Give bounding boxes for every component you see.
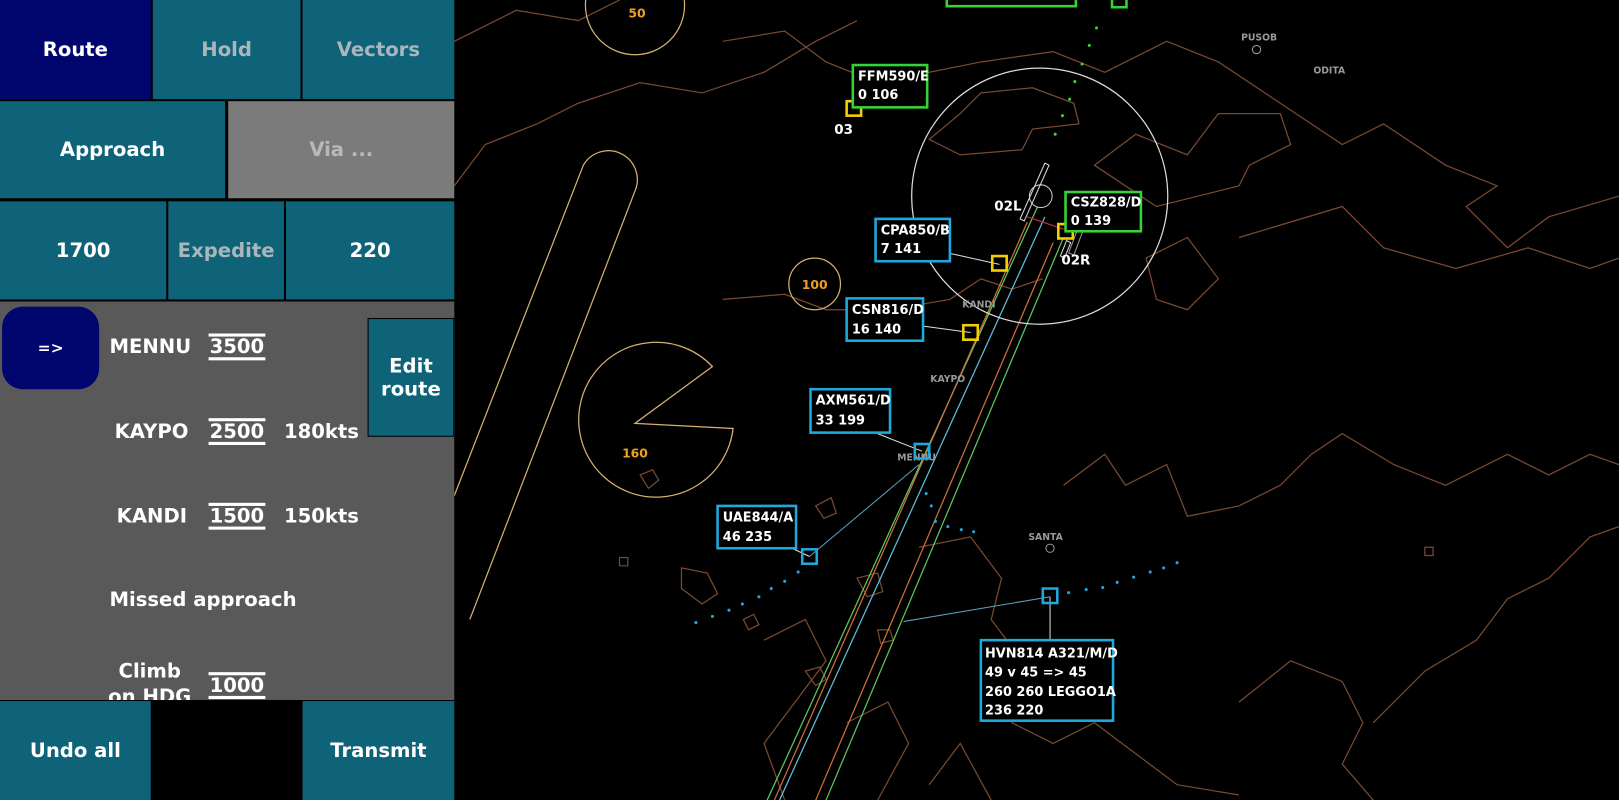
- approach-button[interactable]: Approach: [0, 101, 226, 199]
- edit-route-button[interactable]: Edit route: [367, 318, 455, 437]
- flight-data: 236 220: [985, 703, 1043, 718]
- waypoint-speed[interactable]: 150kts: [283, 504, 360, 528]
- fix-label: ODITA: [1313, 65, 1346, 76]
- runway-label: 02R: [1061, 253, 1091, 268]
- fix-label: SANTA: [1028, 532, 1063, 543]
- restricted-label: 160: [622, 445, 648, 460]
- waypoint-name[interactable]: KAYPO: [114, 420, 189, 443]
- callsign: CSN816/D: [852, 303, 924, 318]
- coastline: [454, 0, 1619, 800]
- command-panel: Route Hold Vectors Approach Via ... 1700…: [0, 0, 455, 800]
- climb-altitude[interactable]: 1000: [208, 672, 266, 700]
- aircraft-symbol[interactable]: [913, 442, 931, 460]
- restricted-area-50: [584, 0, 686, 56]
- flight-data: 260 260 LEGGO1A: [985, 685, 1116, 700]
- fix-label: KANDI: [962, 300, 995, 311]
- data-block-axm561[interactable]: AXM561/D 33 199: [809, 387, 892, 434]
- waypoint-name[interactable]: KANDI: [116, 504, 188, 528]
- runway-label: 03: [834, 123, 853, 138]
- aircraft-symbols[interactable]: [800, 0, 1128, 605]
- aircraft-symbol[interactable]: [800, 547, 818, 566]
- aircraft-symbol[interactable]: [990, 254, 1008, 272]
- via-button[interactable]: Via ...: [228, 101, 455, 199]
- fix-label: KAYPO: [930, 374, 965, 385]
- aircraft-symbol[interactable]: [1110, 0, 1128, 9]
- callsign: HVN814 A321/M/D: [985, 647, 1118, 662]
- restricted-corridor: [454, 150, 638, 620]
- radar-map[interactable]: 50 100 160 02L 02R 03 PUSOB ODITA KANDI …: [454, 0, 1619, 800]
- callsign: CSZ828/D: [1071, 196, 1142, 211]
- aircraft-symbol[interactable]: [1041, 587, 1059, 605]
- waypoint-altitude[interactable]: 1500: [208, 502, 266, 530]
- flight-data: 0 106: [858, 88, 898, 103]
- expedite-button[interactable]: Expedite: [168, 201, 284, 300]
- waypoint-name[interactable]: MENNU: [109, 335, 192, 359]
- climb-heading-label[interactable]: Climb on HDG 23: [108, 659, 192, 701]
- callsign: AXM561/D: [816, 394, 891, 409]
- runway-label: 02L: [994, 200, 1022, 215]
- departure-trail: [1053, 26, 1099, 136]
- data-blocks[interactable]: FFM590/E 0 106 CSZ828/D 0 139 CPA850/B 7…: [716, 0, 1143, 722]
- flight-data: 46 235: [723, 530, 772, 545]
- data-block-csz828[interactable]: CSZ828/D 0 139: [1064, 190, 1143, 233]
- callsign: UAE844/A: [723, 510, 793, 525]
- restricted-area-160: [578, 341, 734, 498]
- flight-data: 49 v 45 => 45: [985, 665, 1087, 680]
- fixes: PUSOB ODITA KANDI KAYPO MENNU SANTA: [897, 32, 1346, 553]
- transmit-button[interactable]: Transmit: [302, 701, 455, 800]
- restricted-label: 100: [802, 277, 828, 292]
- tab-vectors[interactable]: Vectors: [302, 0, 455, 100]
- fix-label: PUSOB: [1241, 32, 1277, 43]
- altitude-button[interactable]: 1700: [0, 201, 167, 300]
- arrival-trails: [694, 491, 1179, 625]
- route-list: => Edit route MENNU 3500 KAYPO 2500 180k…: [0, 301, 455, 701]
- airport-icon: [1028, 184, 1053, 209]
- direct-to-button[interactable]: =>: [2, 306, 100, 390]
- callsign: CPA850/B: [881, 223, 950, 238]
- data-block-ffm590[interactable]: FFM590/E 0 106: [851, 63, 929, 109]
- data-block-csn816[interactable]: CSN816/D 16 140: [845, 297, 925, 343]
- tab-hold[interactable]: Hold: [152, 0, 301, 100]
- waypoint-speed[interactable]: 180kts: [283, 420, 360, 443]
- aircraft-symbol[interactable]: [962, 323, 980, 341]
- data-block[interactable]: [945, 0, 1078, 8]
- flight-data: 7 141: [881, 242, 921, 257]
- waypoint-altitude[interactable]: 3500: [208, 333, 266, 361]
- callsign: FFM590/E: [858, 70, 929, 85]
- data-block-cpa850[interactable]: CPA850/B 7 141: [874, 217, 952, 263]
- restricted-label: 50: [628, 6, 646, 21]
- restricted-areas: [454, 0, 842, 620]
- waypoint-altitude[interactable]: 2500: [208, 418, 266, 446]
- missed-approach-label[interactable]: Missed approach: [109, 588, 297, 612]
- restricted-area-100: [788, 257, 842, 311]
- flight-data: 0 139: [1071, 214, 1111, 229]
- data-block-hvn814-selected[interactable]: HVN814 A321/M/D 49 v 45 => 45 260 260 LE…: [979, 638, 1118, 722]
- flight-data: 33 199: [816, 413, 865, 428]
- tab-route[interactable]: Route: [0, 0, 151, 100]
- airport-zone: [911, 67, 1169, 325]
- flight-data: 16 140: [852, 322, 901, 337]
- undo-all-button[interactable]: Undo all: [0, 701, 151, 800]
- data-block-uae844[interactable]: UAE844/A 46 235: [716, 504, 798, 550]
- speed-button[interactable]: 220: [286, 201, 455, 300]
